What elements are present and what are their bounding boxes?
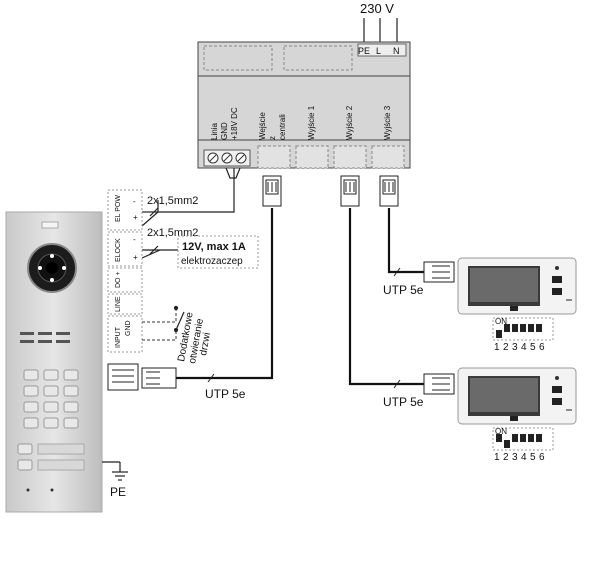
- wire-el-pow-label: 2x1,5mm2: [147, 195, 198, 207]
- keypad-key[interactable]: [23, 369, 39, 381]
- utp-monitor2-label: UTP 5e: [383, 395, 424, 409]
- term-do-label: DO +: [115, 271, 122, 288]
- call-button-1[interactable]: [17, 443, 33, 455]
- keypad-key[interactable]: [23, 401, 39, 413]
- rj45-plug-monitor1: [423, 261, 455, 283]
- dip1-number: 2: [503, 342, 509, 353]
- keypad-key[interactable]: [43, 385, 59, 397]
- port-wyjscie1-label: Wyjście 1: [307, 105, 316, 140]
- port-wejscie-line1: Wejście: [258, 112, 267, 140]
- keypad[interactable]: [23, 369, 79, 429]
- dip2-number: 4: [521, 452, 527, 463]
- port-wyjscie3-label: Wyjście 3: [383, 105, 392, 140]
- dip1-on-label: ON: [495, 317, 507, 326]
- lock-name: elektrozaczep: [181, 256, 243, 267]
- call-button-2[interactable]: [17, 459, 33, 471]
- utp-panel-label: UTP 5e: [205, 387, 246, 401]
- term-line-label: LINE: [115, 296, 122, 312]
- monitor-2: [457, 367, 577, 425]
- voltage-label: 230 V: [360, 1, 394, 16]
- utp-monitor1-label: UTP 5e: [383, 283, 424, 297]
- term-gnd-label: GND: [125, 320, 132, 336]
- utp-cables: [176, 208, 424, 386]
- dip2-number: 2: [503, 452, 509, 463]
- dip2-number: 3: [512, 452, 518, 463]
- term-linia-label: Linia: [210, 123, 219, 140]
- keypad-key[interactable]: [63, 417, 79, 429]
- name-plate-1: [37, 443, 85, 455]
- monitor-1: [457, 257, 577, 315]
- term-input-label: INPUT: [115, 326, 122, 348]
- panel-terminal-block: [107, 189, 143, 353]
- speaker-grille: [20, 332, 70, 343]
- keypad-key[interactable]: [23, 385, 39, 397]
- keypad-key[interactable]: [43, 401, 59, 413]
- power-pe-label: PE: [358, 46, 370, 56]
- dip1-number: 1: [494, 342, 500, 353]
- keypad-key[interactable]: [43, 369, 59, 381]
- term-minus-2: -: [133, 235, 136, 244]
- call-buttons[interactable]: [17, 443, 85, 492]
- power-n-label: N: [393, 46, 400, 56]
- dip-switch-1: [492, 317, 554, 341]
- rj45-plug-central-2: [340, 175, 360, 207]
- keypad-key[interactable]: [23, 417, 39, 429]
- rj45-plug-monitor2: [423, 373, 455, 395]
- term-elock-label: ELOCK: [115, 238, 122, 262]
- dip2-number: 6: [539, 452, 545, 463]
- dip2-number: 5: [530, 452, 536, 463]
- dip1-number: 3: [512, 342, 518, 353]
- term-el-pow-label: EL POW: [115, 195, 122, 222]
- power-l-label: L: [376, 46, 381, 56]
- port-wyjscie2-label: Wyjście 2: [345, 105, 354, 140]
- dip1-number: 5: [530, 342, 536, 353]
- door-button-switch-icon: [173, 305, 185, 333]
- utp-cable-ticks: [207, 267, 401, 389]
- name-plate-2: [37, 459, 85, 471]
- dip2-on-label: ON: [495, 427, 507, 436]
- panel-pe-label: PE: [110, 485, 126, 499]
- dip1-numbers: 1 2 3 4 5 6: [494, 342, 545, 353]
- dip2-numbers: 1 2 3 4 5 6: [494, 452, 545, 463]
- rj45-plug-central-3: [379, 175, 399, 207]
- term-gnd-label: GND: [220, 122, 229, 140]
- term-plus-2: +: [133, 253, 138, 262]
- door-button-label-3: drzwi: [198, 332, 213, 357]
- term-minus-1: -: [133, 197, 136, 206]
- dip2-number: 1: [494, 452, 500, 463]
- rj45-plug-panel: [107, 363, 177, 391]
- dip1-number: 6: [539, 342, 545, 353]
- keypad-key[interactable]: [43, 417, 59, 429]
- term-plus-1: +: [133, 213, 138, 222]
- electric-lock: [177, 235, 259, 269]
- term-18v-label: +18V DC: [230, 107, 239, 140]
- keypad-key[interactable]: [63, 385, 79, 397]
- keypad-key[interactable]: [63, 401, 79, 413]
- lock-spec: 12V, max 1A: [182, 241, 246, 253]
- rj45-plug-central-1: [262, 175, 282, 207]
- dip1-number: 4: [521, 342, 527, 353]
- door-button-wiring: [142, 308, 177, 341]
- central-unit: [197, 41, 411, 169]
- ground-icon: [102, 461, 128, 481]
- power-wires: [141, 167, 241, 259]
- dip-switch-2: [492, 427, 554, 451]
- port-wejscie-line2: z: [268, 136, 277, 140]
- keypad-key[interactable]: [63, 369, 79, 381]
- port-wejscie-line3: centrali: [278, 114, 287, 140]
